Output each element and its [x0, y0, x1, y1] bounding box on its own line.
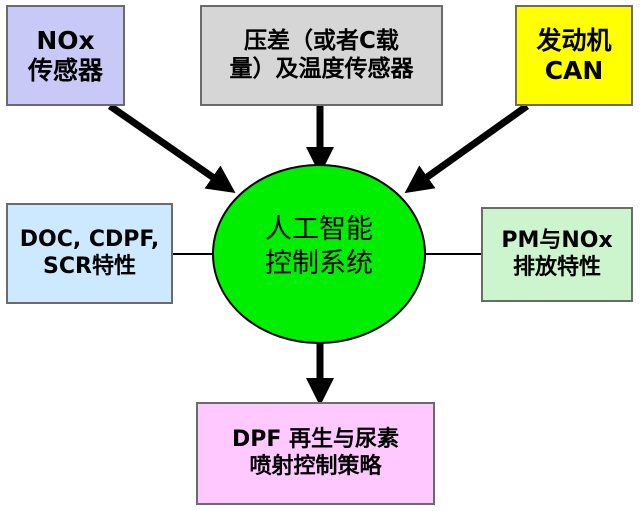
dpf-strategy-line1: DPF 再生与尿素	[231, 427, 400, 453]
engine-can-line2: CAN	[544, 55, 604, 85]
ai-label-line1: 人工智能	[265, 214, 373, 246]
nox-sensor-line1: NOx	[36, 25, 95, 55]
arrow-engine-to-center	[404, 103, 530, 194]
ai-label-line2: 控制系统	[265, 248, 373, 279]
pressure-sensor-line1: 压差（或者C载	[244, 27, 399, 54]
pressure-temperature-sensor-box: 压差（或者C载 量）及温度传感器	[200, 5, 443, 106]
pm-nox-emission-features-box: PM与NOx 排放特性	[481, 207, 633, 302]
ai-control-system-ellipse	[212, 164, 426, 344]
doc-cdpf-scr-features-box: DOC, CDPF, SCR特性	[6, 203, 173, 304]
dpf-regeneration-strategy-box: DPF 再生与尿素 喷射控制策略	[196, 402, 435, 505]
ai-control-system-label: 人工智能 控制系统	[215, 192, 423, 302]
pm-nox-line1: PM与NOx	[501, 228, 613, 254]
dpf-strategy-line2: 喷射控制策略	[249, 453, 382, 479]
engine-can-line1: 发动机	[536, 25, 612, 55]
pressure-sensor-line2: 量）及温度传感器	[229, 55, 414, 82]
nox-sensor-box: NOx 传感器	[6, 5, 125, 106]
doc-features-line1: DOC, CDPF,	[19, 227, 160, 253]
nox-sensor-line2: 传感器	[27, 55, 103, 85]
engine-can-box: 发动机 CAN	[515, 5, 633, 106]
arrow-nox-to-center	[108, 103, 236, 193]
pm-nox-line2: 排放特性	[512, 254, 601, 280]
doc-features-line2: SCR特性	[43, 253, 136, 279]
